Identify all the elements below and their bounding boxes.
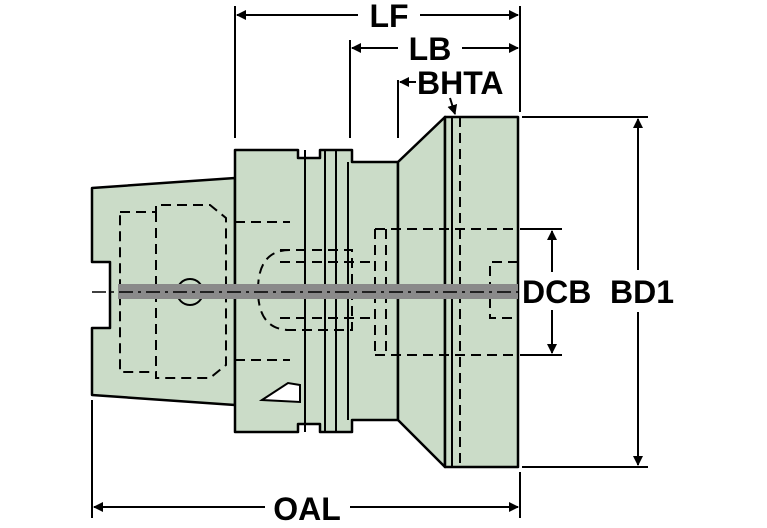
bd1-label: BD1 [610,274,674,310]
bhta-label: BHTA [417,65,504,101]
oal-label: OAL [273,491,341,523]
lb-label: LB [409,31,452,67]
hidden-lobe [256,249,291,331]
bhta-leader [447,97,458,115]
extension-lines [91,6,648,518]
dcb-label: DCB [522,274,591,310]
lf-label: LF [369,0,408,34]
dimension-lines [93,10,643,512]
